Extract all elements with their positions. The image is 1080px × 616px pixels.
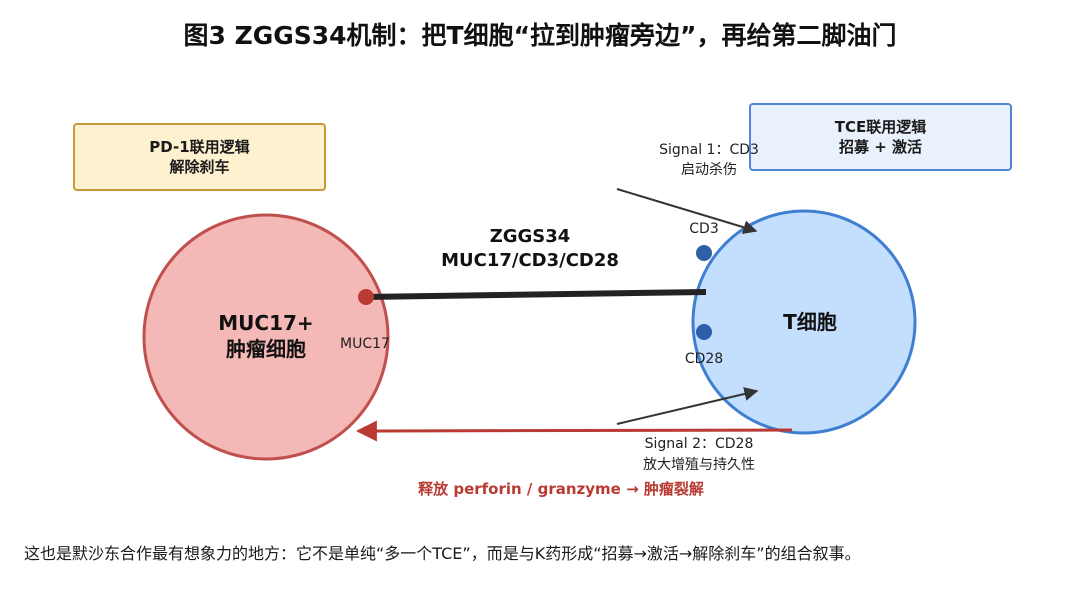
signal1-line2: 启动杀伤 (681, 162, 737, 178)
cd28-marker (696, 324, 712, 340)
signal1-line1: Signal 1：CD3 (659, 142, 759, 158)
release-label: 释放 perforin / granzyme → 肿瘤裂解 (418, 480, 704, 498)
cd3-marker (696, 245, 712, 261)
cd28-label: CD28 (685, 351, 723, 367)
signal2-line1: Signal 2：CD28 (645, 436, 754, 452)
release-arrow (355, 420, 793, 442)
drug-targets: MUC17/CD3/CD28 (441, 250, 619, 271)
tumor-cell-circle (142, 213, 390, 461)
pd1-box-line1: PD-1联用逻辑 (149, 138, 250, 156)
tce-logic-box: TCE联用逻辑 招募 + 激活 (749, 103, 1012, 171)
drug-name: ZGGS34 (490, 226, 571, 247)
tce-box-line1: TCE联用逻辑 (834, 118, 927, 136)
t-cell-circle (691, 209, 917, 435)
signal1-arrow (616, 188, 758, 235)
signal2-line2: 放大增殖与持久性 (643, 456, 755, 473)
pd1-logic-box: PD-1联用逻辑 解除刹车 (73, 123, 326, 191)
pd1-box-line2: 解除刹车 (169, 158, 230, 176)
cd3-label: CD3 (689, 221, 718, 237)
drug-bridge-line (365, 289, 707, 300)
tce-box-line2: 招募 + 激活 (838, 138, 922, 156)
muc17-marker (358, 289, 374, 305)
page-title: 图3 ZGGS34机制：把T细胞“拉到肿瘤旁边”，再给第二脚油门 (183, 21, 897, 50)
t-cell-label: T细胞 (783, 310, 837, 334)
signal2-arrow (616, 387, 759, 425)
muc17-marker-label: MUC17 (340, 336, 390, 352)
tumor-cell-label-line2: 肿瘤细胞 (226, 337, 306, 361)
caption-text: 这也是默沙东合作最有想象力的地方：它不是单纯“多一个TCE”，而是与K药形成“招… (24, 544, 861, 563)
tumor-cell-label-line1: MUC17+ (218, 311, 313, 335)
